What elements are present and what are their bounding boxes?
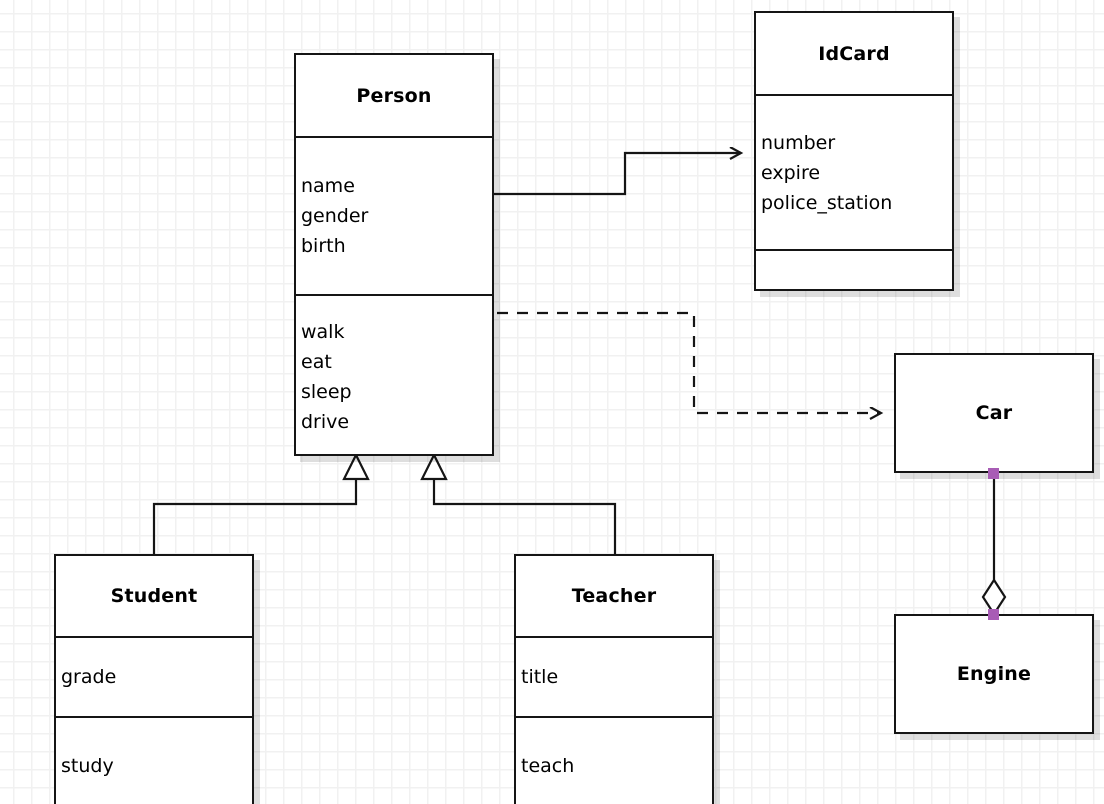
class-name-person: Person (356, 84, 432, 107)
class-name-idcard: IdCard (818, 42, 890, 65)
class-methods-person: walk eat sleep drive (296, 294, 492, 458)
class-attributes-teacher: title (516, 636, 712, 716)
attribute-row: gender (301, 205, 369, 227)
class-box-engine[interactable]: Engine (894, 614, 1094, 734)
class-attributes-student: grade (56, 636, 252, 716)
attribute-row: grade (61, 666, 117, 688)
class-box-person[interactable]: Person name gender birth walk eat sleep … (294, 53, 494, 456)
class-name-student: Student (110, 585, 198, 607)
class-box-car[interactable]: Car (894, 353, 1094, 473)
class-methods-student: study (56, 716, 252, 804)
class-name-engine: Engine (956, 663, 1032, 685)
attribute-row: expire (761, 161, 821, 184)
edge-handle-engine-end[interactable] (988, 609, 999, 620)
class-box-idcard[interactable]: IdCard number expire police_station (754, 11, 954, 291)
method-row: drive (301, 411, 350, 433)
edge-person-car[interactable] (497, 311, 881, 413)
method-row: teach (521, 755, 575, 777)
method-row: study (61, 755, 114, 777)
class-box-student[interactable]: Student grade study (54, 554, 254, 804)
class-name-teacher: Teacher (571, 585, 657, 607)
class-attributes-idcard: number expire police_station (756, 94, 952, 249)
method-row: eat (301, 351, 332, 373)
method-row: sleep (301, 381, 352, 403)
attribute-row: number (761, 131, 836, 154)
attribute-row: name (301, 175, 355, 197)
class-name-car: Car (975, 402, 1013, 424)
attribute-row: birth (301, 235, 346, 257)
generalization-triangle (420, 452, 448, 481)
edge-teacher-person[interactable] (420, 452, 617, 554)
attribute-row: title (521, 666, 559, 688)
edge-student-person[interactable] (152, 452, 370, 554)
attribute-row: police_station (761, 191, 893, 214)
class-attributes-person: name gender birth (296, 136, 492, 294)
edge-person-idcard[interactable] (494, 153, 741, 196)
class-methods-teacher: teach (516, 716, 712, 804)
class-box-teacher[interactable]: Teacher title teach (514, 554, 714, 804)
class-methods-idcard (756, 249, 952, 293)
method-row: walk (301, 321, 345, 343)
edge-handle-car-end[interactable] (988, 468, 999, 479)
edge-car-engine[interactable] (981, 473, 1007, 617)
generalization-triangle (342, 452, 370, 481)
